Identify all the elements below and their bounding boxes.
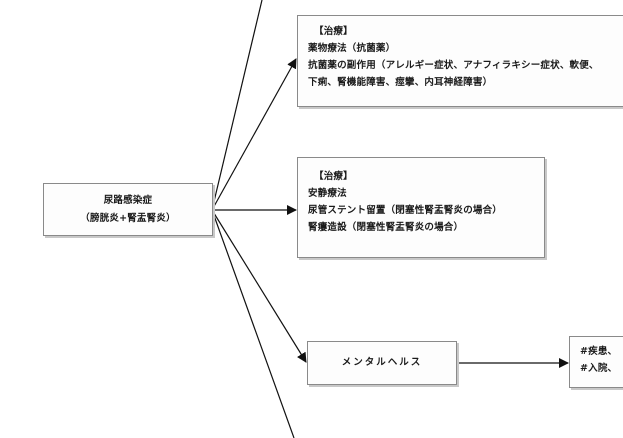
treatment-1-heading: 【治療】: [314, 26, 353, 37]
mental-health-child-line: #入院、: [580, 363, 618, 374]
mental-health-label: メンタルヘルス: [341, 357, 423, 368]
root-node: 尿路感染症 （膀胱炎+腎盂腎炎）: [43, 183, 213, 236]
mental-health-child-line: #疾患、: [580, 346, 618, 357]
treatment-1-line: 抗菌薬の副作用（アレルギー症状、アナフィラキシー症状、軟便、: [308, 60, 599, 71]
connector-to-treatment-1: [211, 58, 297, 211]
mental-health-node: メンタルヘルス: [307, 341, 457, 385]
root-subtitle: （膀胱炎+腎盂腎炎）: [80, 213, 176, 224]
treatment-1-line: 下痢、腎機能障害、痙攣、内耳神経障害）: [308, 77, 493, 88]
mental-health-child-node: #疾患、 #入院、: [569, 336, 623, 388]
root-title: 尿路感染症: [103, 195, 153, 206]
connector-offscreen-bottom: [211, 209, 295, 438]
connector-offscreen-top: [211, 0, 263, 211]
treatment-2-line: 尿管ステント留置（閉塞性腎盂腎炎の場合）: [308, 205, 503, 216]
treatment-2-heading: 【治療】: [314, 171, 353, 182]
treatment-2-line: 腎瘻造設（閉塞性腎盂腎炎の場合）: [308, 222, 464, 233]
treatment-1-line: 薬物療法（抗菌薬）: [308, 43, 396, 54]
treatment-2-line: 安静療法: [308, 188, 347, 199]
treatment-node-2: 【治療】 安静療法 尿管ステント留置（閉塞性腎盂腎炎の場合） 腎瘻造設（閉塞性腎…: [297, 157, 545, 258]
treatment-node-1: 【治療】 薬物療法（抗菌薬） 抗菌薬の副作用（アレルギー症状、アナフィラキシー症…: [297, 15, 623, 107]
connector-to-mental-health: [211, 209, 307, 363]
